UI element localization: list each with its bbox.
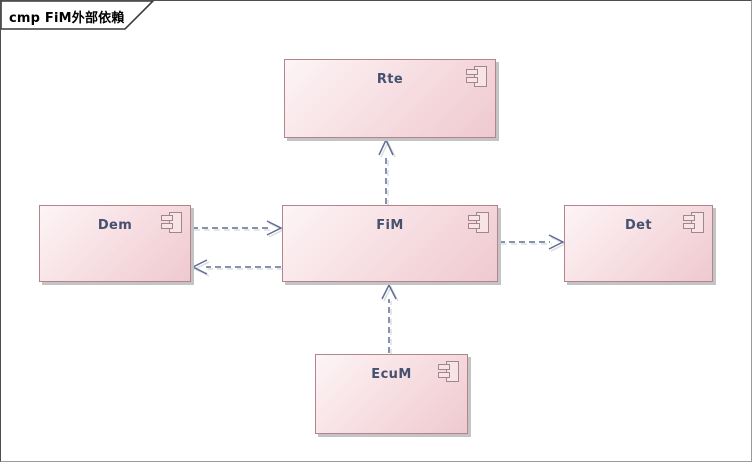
connector-ecum-fim[interactable] xyxy=(381,283,397,353)
component-name-rte: Rte xyxy=(376,72,404,87)
frame-label: cmp FiM外部依賴 xyxy=(9,11,125,26)
component-name-ecum: EcuM xyxy=(371,367,412,382)
component-name-dem: Dem xyxy=(97,218,133,233)
component-ecum[interactable]: EcuM xyxy=(315,354,468,434)
frame-tab: cmp FiM外部依賴 xyxy=(1,1,171,35)
connector-fim-det[interactable] xyxy=(499,234,565,250)
component-fim[interactable]: FiM xyxy=(282,205,498,282)
connector-dem-fim[interactable] xyxy=(192,220,283,236)
connector-fim-dem[interactable] xyxy=(191,259,281,275)
component-icon xyxy=(438,361,460,384)
component-name-fim: FiM xyxy=(376,218,404,233)
component-icon xyxy=(683,212,705,235)
connector-fim-rte[interactable] xyxy=(378,138,394,204)
component-det[interactable]: Det xyxy=(564,205,713,282)
component-icon xyxy=(466,66,488,89)
component-icon xyxy=(468,212,490,235)
component-name-det: Det xyxy=(624,218,653,233)
component-rte[interactable]: Rte xyxy=(284,59,496,138)
component-dem[interactable]: Dem xyxy=(39,205,191,282)
frame-tab-shape xyxy=(1,1,155,30)
component-icon xyxy=(161,212,183,235)
